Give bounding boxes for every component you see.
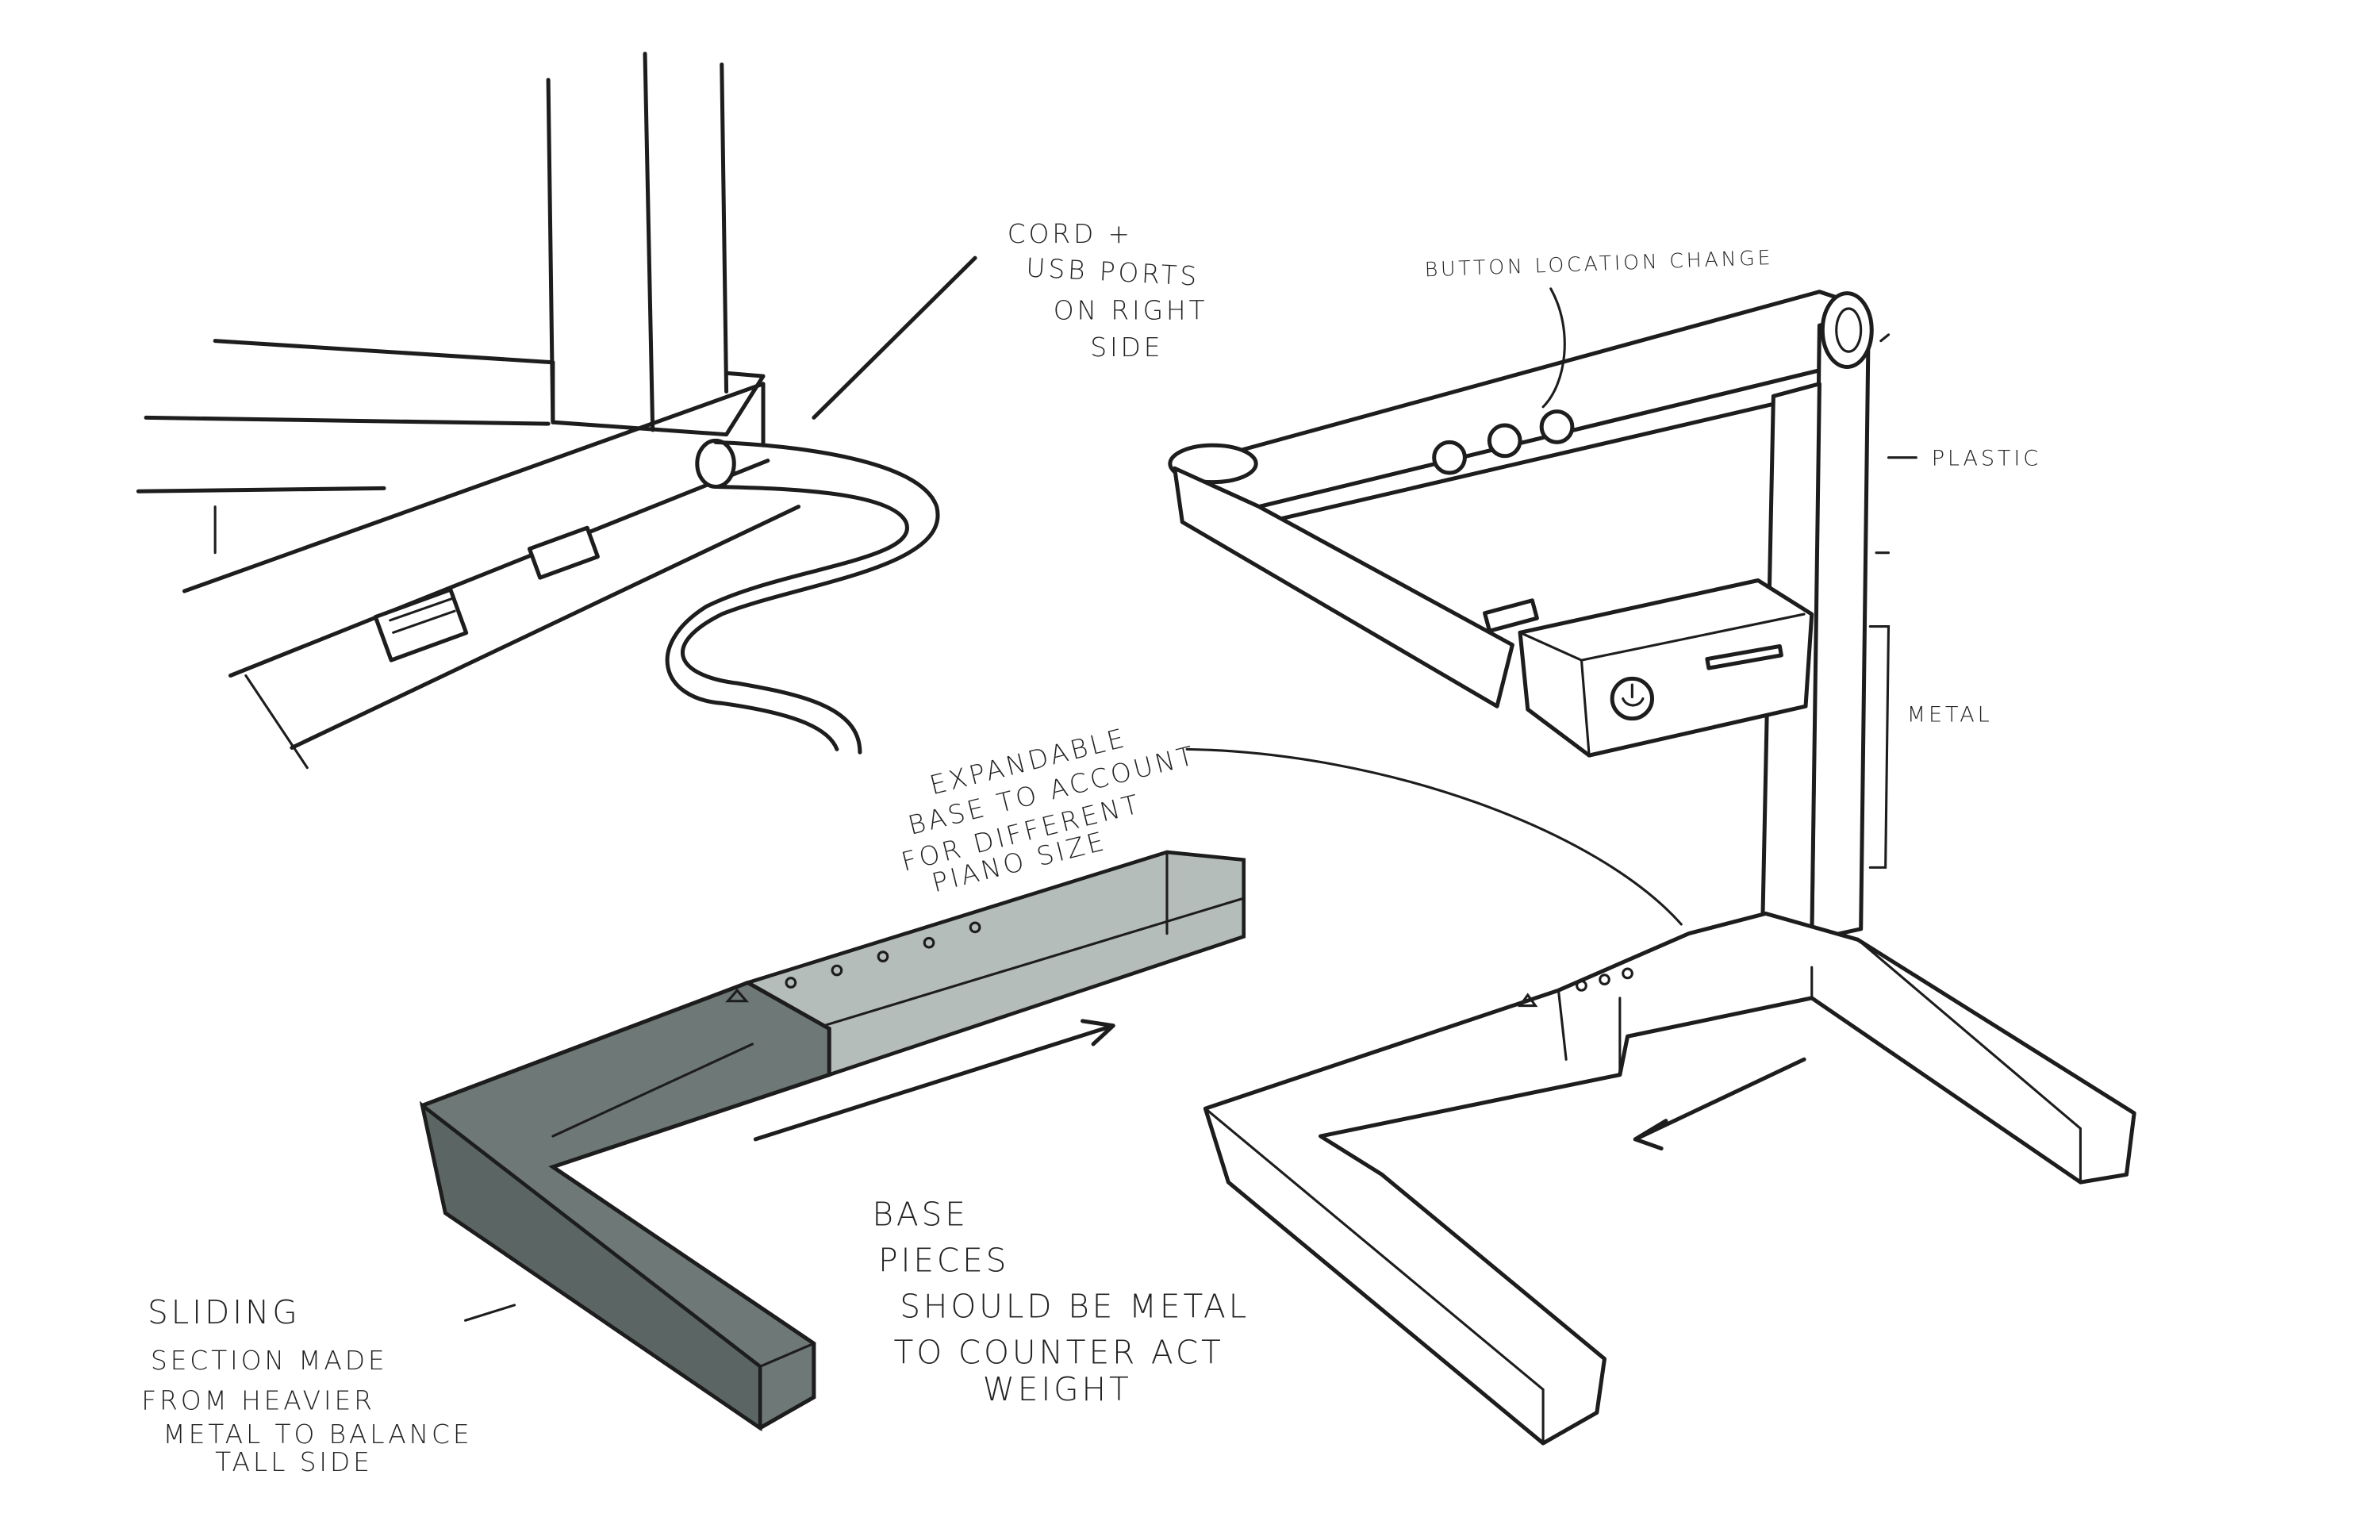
svg-text:TALL SIDE: TALL SIDE [215,1446,373,1477]
svg-text:BASE: BASE [872,1195,968,1233]
note-button-location: BUTTON LOCATION CHANGE [1424,246,1774,281]
button-icon [1539,409,1575,444]
note-metal: METAL [1907,703,1993,728]
power-button-icon [1610,676,1655,721]
svg-text:SIDE: SIDE [1090,332,1163,363]
svg-text:TO COUNTER ACT: TO COUNTER ACT [894,1333,1224,1371]
sliding-base-sketch [419,850,1246,1432]
button-icon [1432,440,1467,475]
note-cord-usb: CORD + USB PORTS ON RIGHT SIDE [1008,218,1208,363]
note-sliding-section: SLIDING SECTION MADE FROM HEAVIER METAL … [141,1293,472,1477]
cord [665,484,909,751]
svg-text:CORD +: CORD + [1008,218,1133,249]
svg-text:SLIDING: SLIDING [148,1293,301,1331]
svg-text:SECTION MADE: SECTION MADE [151,1345,388,1376]
usb-port-icon [373,587,469,662]
stand-sketch [1168,290,2136,1446]
cord [681,440,940,755]
usb-port-icon [527,525,600,580]
svg-text:FROM HEAVIER: FROM HEAVIER [141,1385,375,1416]
note-base-pieces: BASE PIECES SHOULD BE METAL TO COUNTER A… [872,1195,1250,1408]
piano-port-box-sketch [136,52,977,770]
button-icon [1487,423,1522,459]
svg-text:METAL TO BALANCE: METAL TO BALANCE [163,1419,472,1450]
svg-text:PIECES: PIECES [878,1241,1009,1279]
svg-text:SHOULD BE METAL: SHOULD BE METAL [900,1287,1250,1325]
svg-text:USB PORTS: USB PORTS [1026,252,1201,291]
cord-socket [695,438,736,489]
svg-text:ON RIGHT: ON RIGHT [1054,295,1208,326]
note-plastic: PLASTIC [1932,446,2041,470]
svg-text:WEIGHT: WEIGHT [983,1370,1132,1408]
